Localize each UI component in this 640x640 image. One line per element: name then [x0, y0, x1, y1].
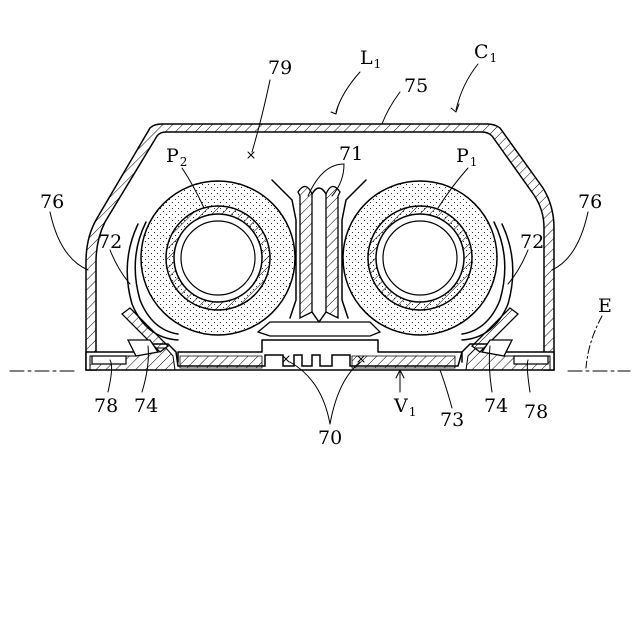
label-72-left: 72: [98, 231, 122, 253]
label-70: 70: [318, 427, 342, 449]
pipe-p2: [141, 181, 295, 335]
label-74-left: 74: [134, 395, 158, 417]
label-72-right: 72: [520, 231, 544, 253]
label-76-right: 76: [578, 191, 602, 213]
label-c1: C1: [474, 41, 497, 65]
label-74-right: 74: [484, 395, 508, 417]
label-p2: P2: [166, 145, 187, 169]
label-71: 71: [339, 143, 363, 165]
label-73: 73: [440, 409, 464, 431]
label-l1: L1: [360, 47, 381, 71]
label-76-left: 76: [40, 191, 64, 213]
label-75: 75: [404, 75, 428, 97]
label-e: E: [598, 295, 612, 317]
label-78-left: 78: [94, 395, 118, 417]
label-p1: P1: [456, 145, 477, 169]
label-v1: V1: [393, 395, 416, 419]
label-79: 79: [268, 57, 292, 79]
label-78-right: 78: [524, 401, 548, 423]
pipe-p1: [343, 181, 497, 335]
